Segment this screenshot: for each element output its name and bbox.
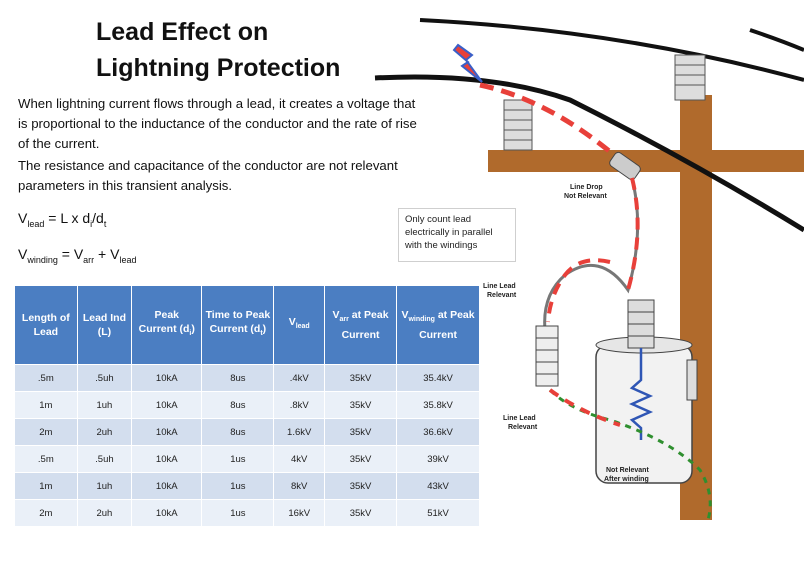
lightning-bolt-icon <box>452 43 483 83</box>
crossarm <box>488 150 804 172</box>
table-cell: 1.6kV <box>273 418 326 446</box>
line-drop-clamp <box>609 151 641 181</box>
power-line-top <box>419 18 804 82</box>
table-cell: 1uh <box>76 391 133 419</box>
equation-vwinding: Vwinding = Varr + Vlead <box>18 246 137 265</box>
table-cell: 36.6kV <box>396 418 480 446</box>
table-cell: 8us <box>201 364 275 392</box>
table-cell: 2m <box>14 499 78 527</box>
label-line-drop-sub: Not Relevant <box>564 193 607 200</box>
col-peak-current: Peak Current (di) <box>131 285 203 365</box>
table-cell: 35kV <box>324 391 398 419</box>
table-cell: 10kA <box>131 499 203 527</box>
table-cell: .5uh <box>76 445 133 473</box>
paragraph-resistance: The resistance and capacitance of the co… <box>18 158 398 193</box>
col-varr: Varr at Peak Current <box>324 285 398 365</box>
table-cell: 35.4kV <box>396 364 480 392</box>
table-cell: 10kA <box>131 391 203 419</box>
table-cell: 8kV <box>273 472 326 500</box>
insulator-right <box>674 54 706 101</box>
table-cell: 39kV <box>396 445 480 473</box>
col-time-to-peak: Time to Peak Current (dt) <box>201 285 275 365</box>
table-cell: 1m <box>14 391 78 419</box>
paragraph-inductance: When lightning current flows through a l… <box>18 96 417 151</box>
table-cell: 1uh <box>76 472 133 500</box>
col-vwinding: Vwinding at Peak Current <box>396 285 480 365</box>
table-cell: 35kV <box>324 472 398 500</box>
label-line-lead-top-sub: Relevant <box>487 292 517 299</box>
table-cell: 4kV <box>273 445 326 473</box>
table-cell: 35.8kV <box>396 391 480 419</box>
line-lead-current <box>546 258 611 323</box>
table-cell: .5uh <box>76 364 133 392</box>
transformer-bushing <box>627 299 655 349</box>
insulator-left <box>503 99 533 151</box>
table-cell: 2uh <box>76 499 133 527</box>
label-line-lead-bottom-sub: Relevant <box>508 424 538 431</box>
table-cell: .8kV <box>273 391 326 419</box>
table-cell: 1us <box>201 445 275 473</box>
lead-effect-table: Length of Lead Lead Ind (L) Peak Current… <box>14 285 480 527</box>
label-not-relevant-sub: After winding <box>604 476 649 483</box>
table-cell: 35kV <box>324 445 398 473</box>
table-cell: 10kA <box>131 364 203 392</box>
winding-coil <box>628 348 654 440</box>
table-cell: 16kV <box>273 499 326 527</box>
table-cell: .4kV <box>273 364 326 392</box>
title-line-1: Lead Effect on <box>96 18 269 46</box>
title-line-2: Lightning Protection <box>96 54 341 82</box>
ground-lead-current <box>548 388 621 427</box>
slide-title: Lead Effect on Lightning Protection <box>96 14 340 86</box>
table-cell: 1us <box>201 472 275 500</box>
utility-pole-diagram: Line Drop Not Relevant Line Lead Relevan… <box>374 18 804 521</box>
table-cell: 35kV <box>324 364 398 392</box>
table-cell: 8us <box>201 418 275 446</box>
table-cell: 10kA <box>131 418 203 446</box>
table-cell: 2uh <box>76 418 133 446</box>
label-line-lead-bottom: Line Lead <box>503 415 536 422</box>
col-length-of-lead: Length of Lead <box>14 285 78 365</box>
table-cell: .5m <box>14 445 78 473</box>
col-vlead: Vlead <box>273 285 326 365</box>
drop-lead-current <box>626 177 640 291</box>
label-line-lead-top: Line Lead <box>483 283 516 290</box>
table-cell: 43kV <box>396 472 480 500</box>
table-cell: 51kV <box>396 499 480 527</box>
table-header-row: Length of Lead Lead Ind (L) Peak Current… <box>14 285 480 365</box>
equation-vlead: Vlead = L x di/dt <box>18 210 107 229</box>
label-not-relevant: Not Relevant <box>606 467 649 474</box>
power-line-main <box>374 74 804 233</box>
surge-arrester <box>535 325 559 387</box>
ground-lead <box>548 388 712 521</box>
drop-lead-wire <box>543 177 640 331</box>
label-line-drop: Line Drop <box>570 184 603 191</box>
table-cell: 10kA <box>131 472 203 500</box>
power-line-right <box>749 28 804 52</box>
table-cell: 8us <box>201 391 275 419</box>
table-cell: 35kV <box>324 418 398 446</box>
table-cell: 2m <box>14 418 78 446</box>
table-cell: 35kV <box>324 499 398 527</box>
table-cell: 10kA <box>131 445 203 473</box>
note-box: Only count lead electrically in parallel… <box>398 208 516 262</box>
current-path-line <box>479 82 622 162</box>
table-cell: .5m <box>14 364 78 392</box>
col-lead-inductance: Lead Ind (L) <box>76 285 133 365</box>
table-cell: 1m <box>14 472 78 500</box>
table-cell: 1us <box>201 499 275 527</box>
